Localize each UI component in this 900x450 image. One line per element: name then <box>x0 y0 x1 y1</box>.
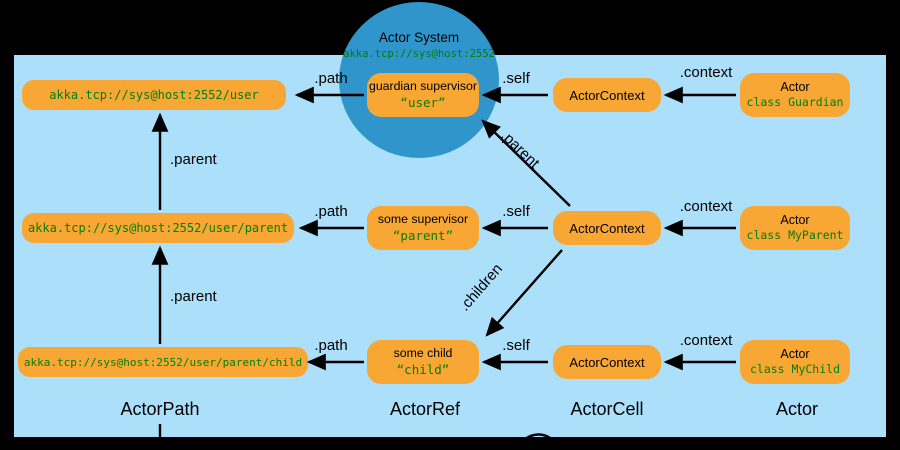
actor-ref-name: “child” <box>396 361 450 377</box>
actor-box-title: Actor <box>780 212 810 227</box>
actor-context-box: ActorContext <box>553 345 661 379</box>
actor-system-address: akka.tcp://sys@host:2552 <box>343 48 495 60</box>
actor-path-box: akka.tcp://sys@host:2552/user/parent <box>22 213 294 243</box>
edge-label-context: .context <box>679 198 733 215</box>
column-label-actorpath: ActorPath <box>120 399 200 419</box>
actor-box-title: Actor <box>780 346 810 361</box>
actor-ref-title: guardian supervisor <box>368 79 477 94</box>
actor-ref-title: some child <box>393 346 453 361</box>
actor-ref-title: some supervisor <box>377 212 469 227</box>
actor-system-title: Actor System <box>378 30 460 45</box>
actor-class-box: Actor class MyParent <box>740 206 850 250</box>
edge-label-self: .self <box>502 70 530 87</box>
edge-label-path: .path <box>314 203 348 220</box>
actor-class-box: Actor class MyChild <box>740 340 850 384</box>
column-label-actorcell: ActorCell <box>570 399 644 419</box>
actor-ref-box: guardian supervisor “user” <box>367 73 479 117</box>
edge-label-context: .context <box>679 64 733 81</box>
actor-class-box: Actor class Guardian <box>740 73 850 117</box>
actor-ref-name: “user” <box>400 94 446 110</box>
edge-label-parent: .parent <box>170 151 217 168</box>
actor-ref-box: some child “child” <box>367 340 479 384</box>
actor-ref-box: some supervisor “parent” <box>367 206 479 250</box>
edge-label-self: .self <box>502 337 530 354</box>
edge-label-self: .self <box>502 203 530 220</box>
edge-label-context: .context <box>679 332 733 349</box>
actor-box-class: class MyChild <box>749 362 840 377</box>
actor-box-title: Actor <box>780 79 810 94</box>
edge-label-path: .path <box>314 70 348 87</box>
edge-label-path: .path <box>314 337 348 354</box>
actor-context-box: ActorContext <box>553 211 661 245</box>
actor-path-box: akka.tcp://sys@host:2552/user <box>22 80 286 110</box>
column-label-actor: Actor <box>775 399 818 419</box>
actor-box-class: class MyParent <box>746 228 844 243</box>
actor-path-box: akka.tcp://sys@host:2552/user/parent/chi… <box>18 347 308 377</box>
actor-box-class: class Guardian <box>746 95 844 110</box>
edge-label-parent: .parent <box>170 288 217 305</box>
bottom-band <box>0 437 900 450</box>
column-label-actorref: ActorRef <box>389 399 461 419</box>
actor-ref-name: “parent” <box>392 227 454 243</box>
actor-context-box: ActorContext <box>553 78 661 112</box>
